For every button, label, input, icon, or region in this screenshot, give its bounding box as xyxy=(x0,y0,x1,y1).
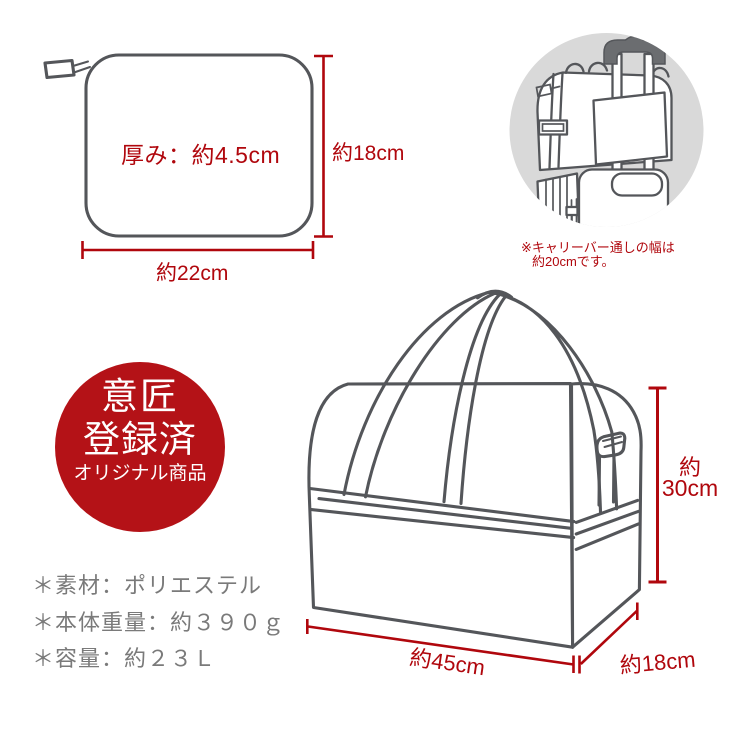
badge-text: 意匠 登録済 オリジナル商品 xyxy=(55,376,225,487)
pouch-width-label: 約22cm xyxy=(156,262,229,285)
zipper-cord xyxy=(72,60,91,74)
pouch-thickness-label: 厚み：約4.5cm xyxy=(121,142,281,168)
mini-zipper-pull-icon xyxy=(535,83,561,98)
suitcase-handle-recess xyxy=(610,172,664,197)
bag-handles xyxy=(342,289,619,514)
mini-bag-label-inner xyxy=(541,123,565,132)
spec-weight: ＊本体重量：約３９０ｇ xyxy=(32,609,286,635)
carry-bar-sleeve-panel xyxy=(592,91,669,166)
bag-height-dimension-line xyxy=(648,386,667,584)
zipper-pull-icon xyxy=(43,58,76,80)
badge-line1: 意匠 xyxy=(101,376,179,417)
side-clip-hatch xyxy=(602,435,623,448)
pouch-height-label: 約18cm xyxy=(332,142,405,165)
bag-illustration xyxy=(307,289,643,649)
bag-depth-dimension-line xyxy=(578,602,639,674)
product-specs: ＊素材：ポリエステル ＊本体重量：約３９０ｇ ＊容量：約２３Ｌ xyxy=(32,568,285,678)
bag-dimension-lines xyxy=(306,386,667,674)
side-clip-icon xyxy=(595,431,627,459)
suitcase-zipper-slider xyxy=(565,205,579,217)
carry-bar-illustration xyxy=(509,33,704,227)
bag-side-zipper-band xyxy=(574,498,641,551)
carry-bar-note-line1: ※キャリーバー通しの幅は xyxy=(521,240,675,255)
pouch-width-dimension-line xyxy=(81,241,315,259)
bag-width-dimension-line xyxy=(306,619,575,673)
bag-front-zipper-band xyxy=(308,486,576,540)
pouch-height-dimension-line xyxy=(314,54,333,238)
design-registered-badge: 意匠 登録済 オリジナル商品 xyxy=(55,362,225,532)
pouch-dimension-lines xyxy=(81,54,333,259)
spec-material: ＊素材：ポリエステル xyxy=(32,573,263,598)
side-clip-strap xyxy=(597,452,616,507)
bag-front-face xyxy=(307,382,575,649)
suitcase-top xyxy=(577,168,670,227)
carry-bar-note-line2: 約20cmです。 xyxy=(532,254,615,269)
bag-height-label: 30cm xyxy=(661,475,719,501)
badge-line3: オリジナル商品 xyxy=(73,463,207,484)
spec-capacity: ＊容量：約２３Ｌ xyxy=(32,646,217,671)
badge-line2: 登録済 xyxy=(83,419,197,460)
pouch-body xyxy=(84,53,314,238)
bag-height-label-prefix: 約 xyxy=(678,455,701,480)
pouch-illustration xyxy=(43,53,314,238)
